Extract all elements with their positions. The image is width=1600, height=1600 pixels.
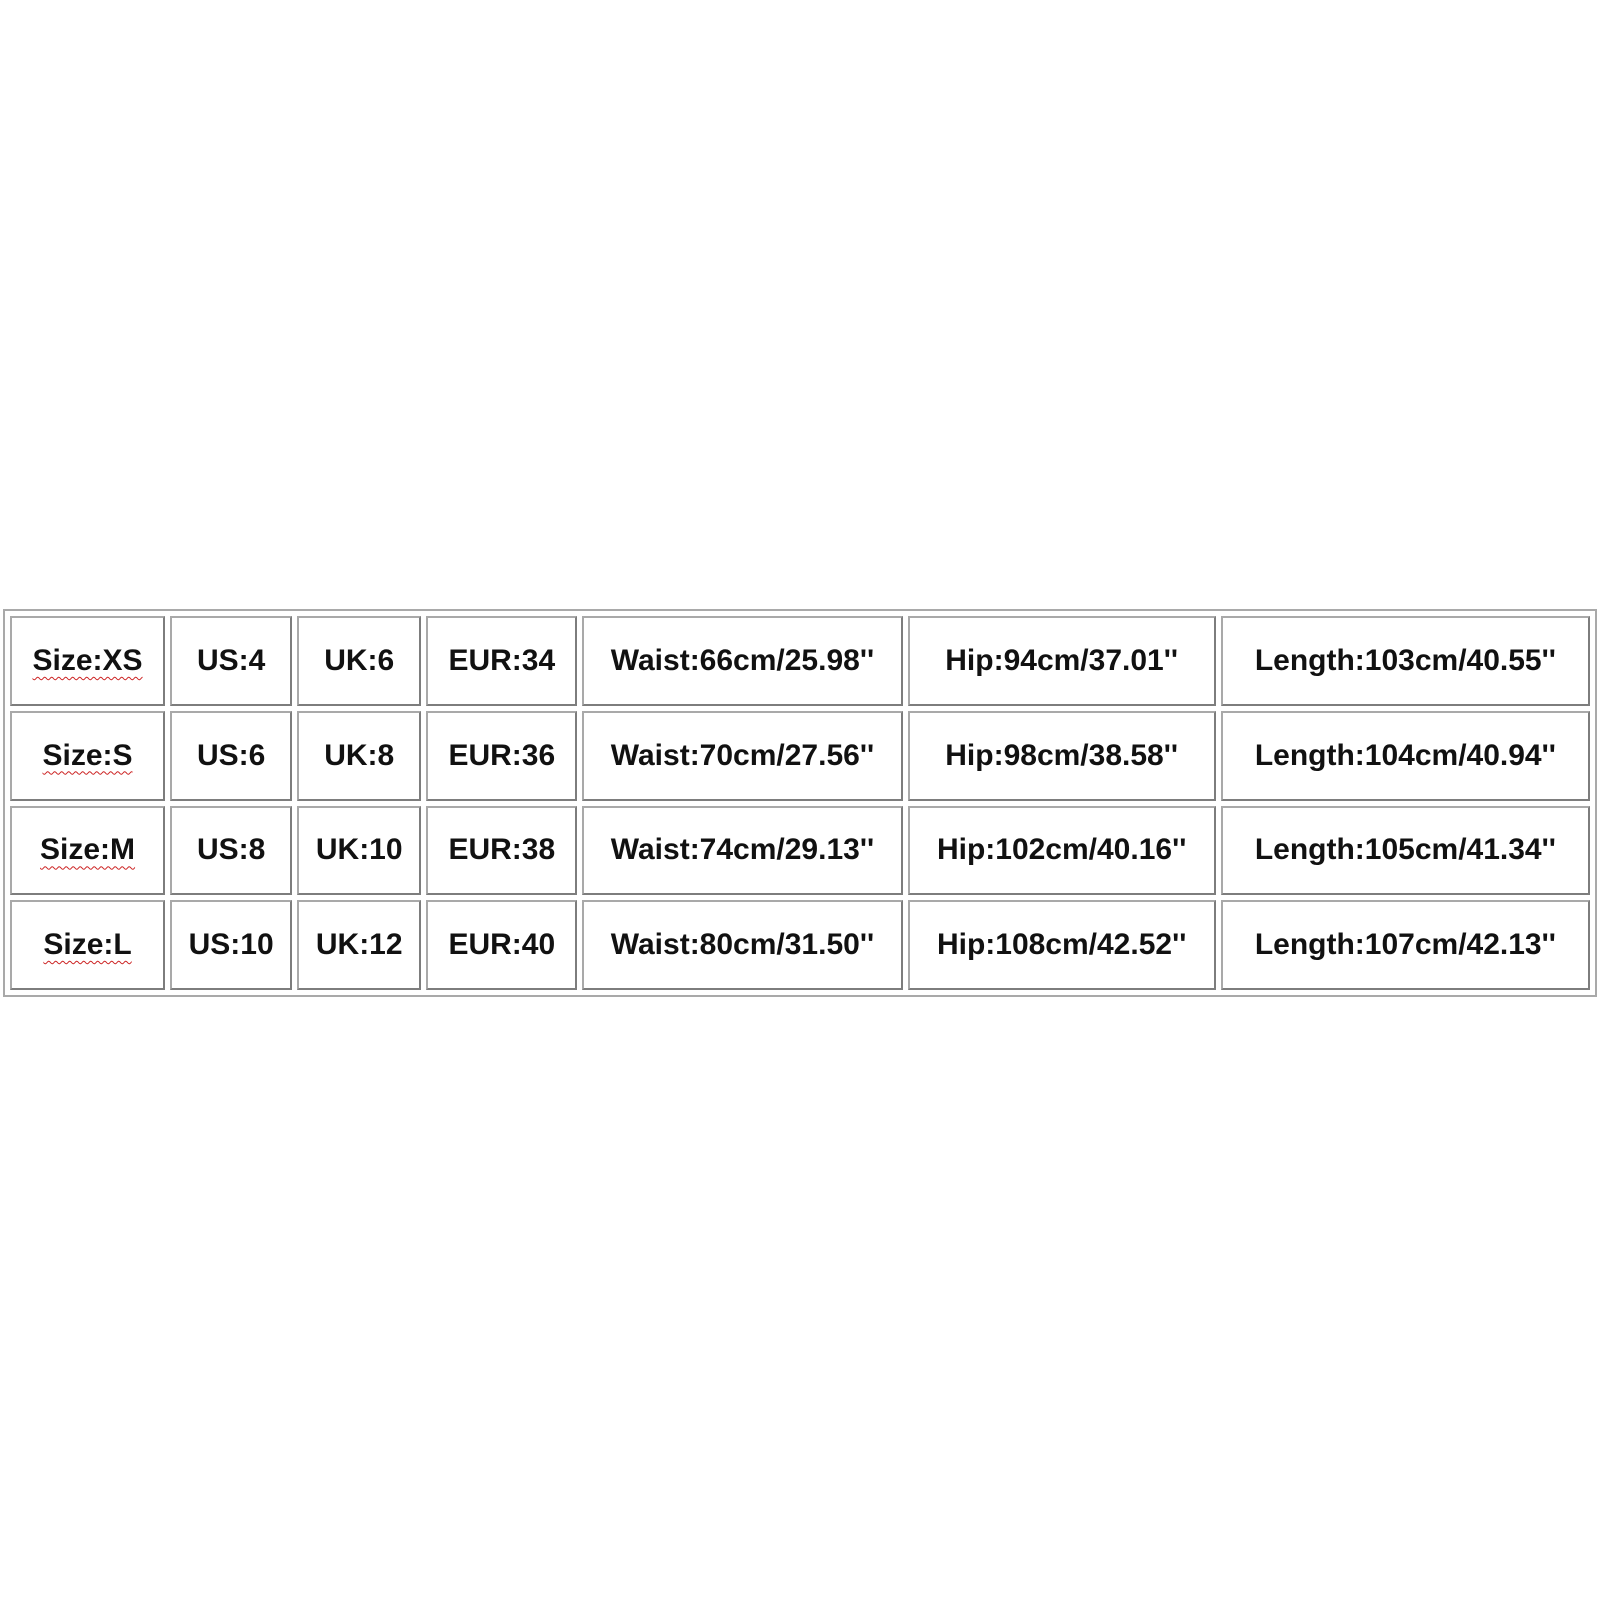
cell-uk: UK:10 (297, 805, 422, 896)
table-row-size-l: Size:L US:10 UK:12 EUR:40 Waist:80cm/31.… (10, 900, 1590, 990)
size-label: Size:M (40, 833, 136, 867)
cell-us: US:8 (170, 805, 293, 896)
cell-length: Length:103cm/40.55'' (1220, 616, 1590, 706)
cell-us: US:10 (170, 900, 293, 990)
cell-waist: Waist:66cm/25.98'' (582, 616, 903, 706)
size-label: Size:XS (32, 643, 143, 677)
cell-eur: EUR:36 (426, 710, 578, 801)
table-row-size-m: Size:M US:8 UK:10 EUR:38 Waist:74cm/29.1… (10, 805, 1590, 896)
cell-size: Size:XS (10, 616, 166, 706)
cell-hip: Hip:94cm/37.01'' (907, 616, 1216, 706)
cell-eur: EUR:38 (426, 805, 578, 896)
cell-size: Size:M (10, 805, 166, 896)
size-label: Size:S (42, 738, 133, 772)
cell-eur: EUR:34 (426, 616, 578, 706)
cell-us: US:4 (170, 616, 293, 706)
size-chart-table-frame: Size:XS US:4 UK:6 EUR:34 Waist:66cm/25.9… (3, 609, 1597, 997)
cell-uk: UK:8 (297, 710, 422, 801)
cell-length: Length:107cm/42.13'' (1220, 900, 1590, 990)
cell-us: US:6 (170, 710, 293, 801)
cell-uk: UK:6 (297, 616, 422, 706)
cell-length: Length:105cm/41.34'' (1220, 805, 1590, 896)
cell-waist: Waist:74cm/29.13'' (582, 805, 903, 896)
cell-hip: Hip:102cm/40.16'' (907, 805, 1216, 896)
size-chart-table: Size:XS US:4 UK:6 EUR:34 Waist:66cm/25.9… (5, 611, 1595, 995)
size-label: Size:L (43, 928, 132, 962)
table-row-size-s: Size:S US:6 UK:8 EUR:36 Waist:70cm/27.56… (10, 710, 1590, 801)
table-row-size-xs: Size:XS US:4 UK:6 EUR:34 Waist:66cm/25.9… (10, 616, 1590, 706)
cell-waist: Waist:70cm/27.56'' (582, 710, 903, 801)
cell-eur: EUR:40 (426, 900, 578, 990)
cell-hip: Hip:108cm/42.52'' (907, 900, 1216, 990)
cell-waist: Waist:80cm/31.50'' (582, 900, 903, 990)
cell-uk: UK:12 (297, 900, 422, 990)
cell-length: Length:104cm/40.94'' (1220, 710, 1590, 801)
cell-size: Size:S (10, 710, 166, 801)
cell-size: Size:L (10, 900, 166, 990)
cell-hip: Hip:98cm/38.58'' (907, 710, 1216, 801)
